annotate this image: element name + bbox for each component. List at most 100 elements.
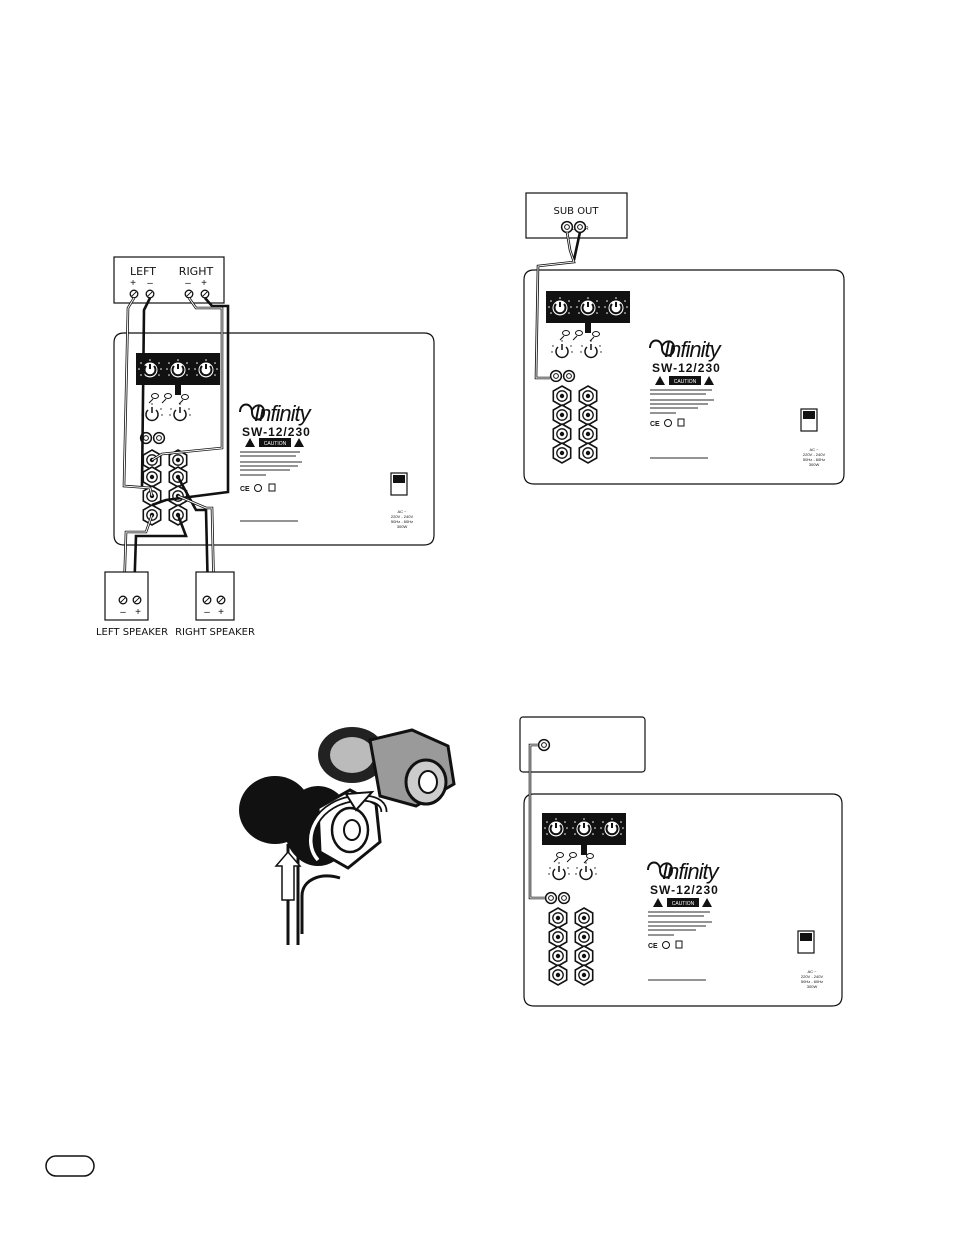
left-speaker-box [104, 571, 149, 621]
insert-arrow-icon [274, 850, 302, 901]
lfe-output-jack-icon [537, 738, 551, 752]
caution-label: CAUTION [672, 901, 695, 907]
caution-box [667, 898, 699, 907]
rca-jack-icon [152, 431, 166, 445]
left-speaker-label: LEFT SPEAKER [96, 627, 168, 638]
binding-post-icon [552, 423, 572, 445]
right-speaker-label: RIGHT SPEAKER [175, 627, 255, 638]
cert-mark-icon [268, 483, 276, 492]
brand-logo: Infinity [662, 859, 721, 884]
receiver-left-minus: – [147, 278, 153, 289]
cert-mark-icon [664, 419, 672, 427]
cert-mark-icon [675, 940, 683, 949]
binding-post-icon [552, 385, 572, 407]
sub-out-label: SUB OUT [553, 206, 599, 217]
ce-mark-icon: CE [648, 943, 658, 950]
model-label: SW-12/230 [242, 425, 311, 439]
rating-voltage: 220V - 240V [391, 514, 414, 519]
binding-post-icon [548, 964, 568, 986]
speaker-terminal [118, 595, 128, 605]
speaker-wires-inner [123, 297, 223, 597]
rating-freq: 50Hz - 60Hz [801, 979, 823, 984]
receiver-left-plus-terminal [129, 289, 139, 299]
binding-post-illustration [239, 727, 456, 945]
rca-jack-icon [562, 369, 576, 383]
cert-mark-icon [254, 484, 262, 492]
rating-power: 300W [397, 524, 408, 529]
binding-post-icon [574, 945, 594, 967]
warning-triangle-icon [655, 376, 665, 385]
binding-post-icon [548, 945, 568, 967]
binding-post-icon [552, 442, 572, 464]
ce-mark-icon: CE [650, 421, 660, 428]
rating-power: 300W [807, 984, 818, 989]
binding-post-icon [574, 964, 594, 986]
binding-post-icon [578, 404, 598, 426]
receiver-left-plus: + [130, 278, 136, 289]
fine-print [240, 451, 302, 522]
brand-logo: Infinity [254, 401, 313, 426]
caution-label: CAUTION [264, 441, 287, 447]
lfe-source-box [519, 716, 646, 773]
rating-freq: 50Hz - 60Hz [803, 457, 825, 462]
rca-jack-icon [549, 369, 563, 383]
binding-post-icon [548, 907, 568, 929]
caution-box [669, 376, 701, 385]
jack-r-label: R [585, 226, 589, 232]
rating-freq: 50Hz - 60Hz [391, 519, 413, 524]
sub-out-l-jack-icon [560, 220, 574, 234]
infinity-logo-icon [649, 339, 676, 357]
rca-jack-icon [544, 891, 558, 905]
binding-post-icon [574, 907, 594, 929]
receiver-right-plus-terminal [200, 289, 210, 299]
jack-l-label: L [572, 226, 575, 232]
rating-ac: AC ~ [809, 447, 819, 452]
caution-box [259, 438, 291, 447]
binding-post-icon [578, 442, 598, 464]
receiver-left-label: LEFT [130, 265, 156, 278]
warning-triangle-icon [294, 438, 304, 447]
right-speaker-plus: + [218, 607, 224, 618]
receiver-right-minus: – [185, 278, 191, 289]
left-speaker-plus: + [135, 607, 141, 618]
speaker-terminal [202, 595, 212, 605]
left-speaker-minus: – [120, 607, 126, 618]
right-speaker-minus: – [204, 607, 210, 618]
binding-post-icon [578, 423, 598, 445]
rotate-arrow-icon [344, 790, 375, 812]
model-label: SW-12/230 [652, 361, 721, 375]
binding-post-icon [142, 466, 162, 488]
diagram-speaker-level: LEFT RIGHT + – – + Infinity SW [96, 256, 435, 638]
binding-post-icon [548, 926, 568, 948]
lfe-cable-inner [529, 744, 545, 899]
fine-print [648, 911, 712, 981]
caution-label: CAUTION [674, 379, 697, 385]
model-label: SW-12/230 [650, 883, 719, 897]
diagram-sub-out: SUB OUT L R Infinity SW-12/230 CAUTION [523, 192, 845, 485]
brand-logo: Infinity [664, 337, 723, 362]
infinity-logo-icon [647, 861, 674, 879]
rating-voltage: 220V - 240V [803, 452, 826, 457]
rating-power: 300W [809, 462, 820, 467]
binding-post-icon [574, 926, 594, 948]
rating-ac: AC ~ [807, 969, 817, 974]
warning-triangle-icon [704, 376, 714, 385]
sub-out-r-jack-icon [573, 220, 587, 234]
cert-mark-icon [662, 941, 670, 949]
receiver-right-plus: + [201, 278, 207, 289]
receiver-right-label: RIGHT [179, 265, 214, 278]
receiver-right-minus-terminal [184, 289, 194, 299]
infinity-logo-icon [239, 403, 266, 421]
binding-post-icon [578, 385, 598, 407]
rca-cables-inner [535, 231, 575, 379]
speaker-terminal [132, 595, 142, 605]
right-speaker-box [195, 571, 235, 621]
receiver-left-minus-terminal [145, 289, 155, 299]
ce-mark-icon: CE [240, 486, 250, 493]
warning-triangle-icon [702, 898, 712, 907]
warning-triangle-icon [245, 438, 255, 447]
diagram-lfe: Infinity SW-12/230 CAUTION CE AC ~ 220V … [519, 716, 843, 1007]
rating-voltage: 220V - 240V [801, 974, 824, 979]
cert-mark-icon [677, 418, 685, 427]
